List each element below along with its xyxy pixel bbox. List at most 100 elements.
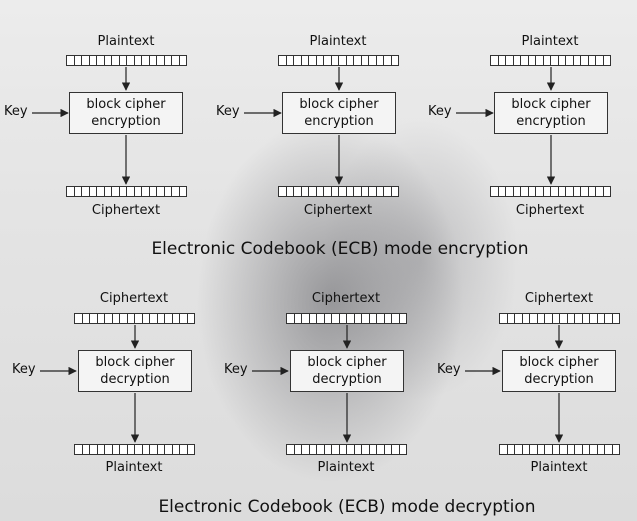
bit-cell	[508, 314, 515, 323]
bit-cell	[385, 445, 392, 454]
bit-cell	[302, 56, 309, 65]
key-label: Key	[428, 104, 452, 119]
bit-cell	[544, 56, 551, 65]
key-label: Key	[12, 362, 36, 377]
input-bit-block	[278, 55, 399, 66]
bit-cell	[514, 56, 521, 65]
bit-cell	[583, 314, 590, 323]
bit-cell	[392, 56, 399, 65]
input-bit-block	[74, 313, 195, 324]
key-label: Key	[216, 104, 240, 119]
bit-cell	[384, 187, 392, 196]
bit-cell	[105, 187, 112, 196]
bit-cell	[113, 314, 120, 323]
bit-cell	[310, 445, 317, 454]
bit-cell	[317, 445, 325, 454]
bit-cell	[347, 187, 354, 196]
block-cipher-decryption-box: block cipher decryption	[502, 350, 616, 392]
bit-cell	[538, 445, 545, 454]
bit-cell	[75, 56, 82, 65]
bit-cell	[500, 445, 508, 454]
output-bit-block	[490, 186, 611, 197]
bit-cell	[400, 314, 407, 323]
bit-cell	[400, 445, 407, 454]
bit-cell	[553, 445, 560, 454]
bit-cell	[173, 445, 180, 454]
bit-cell	[523, 445, 530, 454]
bit-cell	[105, 56, 112, 65]
bit-cell	[287, 445, 295, 454]
bit-cell	[604, 56, 611, 65]
bit-cell	[370, 445, 377, 454]
bit-cell	[302, 187, 309, 196]
bit-cell	[598, 314, 605, 323]
bit-cell	[82, 187, 90, 196]
bit-cell	[530, 314, 538, 323]
bit-cell	[605, 314, 613, 323]
bit-cell	[515, 314, 523, 323]
bit-cell	[355, 314, 362, 323]
bit-cell	[340, 445, 347, 454]
bit-cell	[529, 56, 536, 65]
input-label: Plaintext	[309, 34, 367, 49]
bit-cell	[150, 445, 158, 454]
box-line-1: block cipher	[299, 97, 379, 112]
bit-cell	[295, 314, 302, 323]
bit-cell	[172, 187, 180, 196]
bit-cell	[566, 56, 574, 65]
bit-cell	[362, 314, 370, 323]
bit-cell	[120, 314, 128, 323]
bit-cell	[362, 187, 369, 196]
output-bit-block	[286, 444, 407, 455]
bit-cell	[324, 187, 332, 196]
bit-cell	[90, 445, 98, 454]
bit-cell	[90, 56, 97, 65]
bit-cell	[568, 445, 575, 454]
output-label: Ciphertext	[515, 203, 585, 218]
input-label: Ciphertext	[524, 291, 594, 306]
bit-cell	[287, 56, 294, 65]
bit-cell	[347, 445, 355, 454]
bit-cell	[521, 56, 529, 65]
bit-cell	[581, 187, 589, 196]
bit-cell	[294, 56, 302, 65]
bit-cell	[574, 56, 581, 65]
bit-cell	[279, 187, 287, 196]
bit-cell	[332, 56, 339, 65]
bit-cell	[90, 314, 98, 323]
bit-cell	[377, 56, 384, 65]
bit-cell	[596, 56, 604, 65]
bit-cell	[317, 314, 325, 323]
bit-cell	[287, 314, 295, 323]
block-cipher-encryption-box: block cipher encryption	[69, 92, 183, 134]
bit-cell	[508, 445, 515, 454]
bit-cell	[551, 56, 559, 65]
bit-cell	[347, 56, 354, 65]
bit-cell	[538, 314, 545, 323]
bit-cell	[536, 56, 544, 65]
bit-cell	[75, 445, 83, 454]
bit-cell	[279, 56, 287, 65]
bit-cell	[536, 187, 544, 196]
bit-cell	[566, 187, 574, 196]
bit-cell	[392, 314, 400, 323]
bit-cell	[135, 187, 142, 196]
bit-cell	[560, 314, 568, 323]
bit-cell	[188, 445, 195, 454]
box-line-1: block cipher	[86, 97, 166, 112]
bit-cell	[172, 56, 180, 65]
bit-cell	[332, 314, 340, 323]
input-bit-block	[490, 55, 611, 66]
bit-cell	[120, 56, 127, 65]
bit-cell	[302, 314, 310, 323]
bit-cell	[384, 56, 392, 65]
bit-cell	[385, 314, 392, 323]
bit-cell	[529, 187, 536, 196]
bit-cell	[392, 187, 399, 196]
bit-cell	[295, 445, 302, 454]
key-label: Key	[437, 362, 461, 377]
block-cipher-decryption-box: block cipher decryption	[78, 350, 192, 392]
output-label: Plaintext	[105, 460, 163, 475]
key-label: Key	[224, 362, 248, 377]
